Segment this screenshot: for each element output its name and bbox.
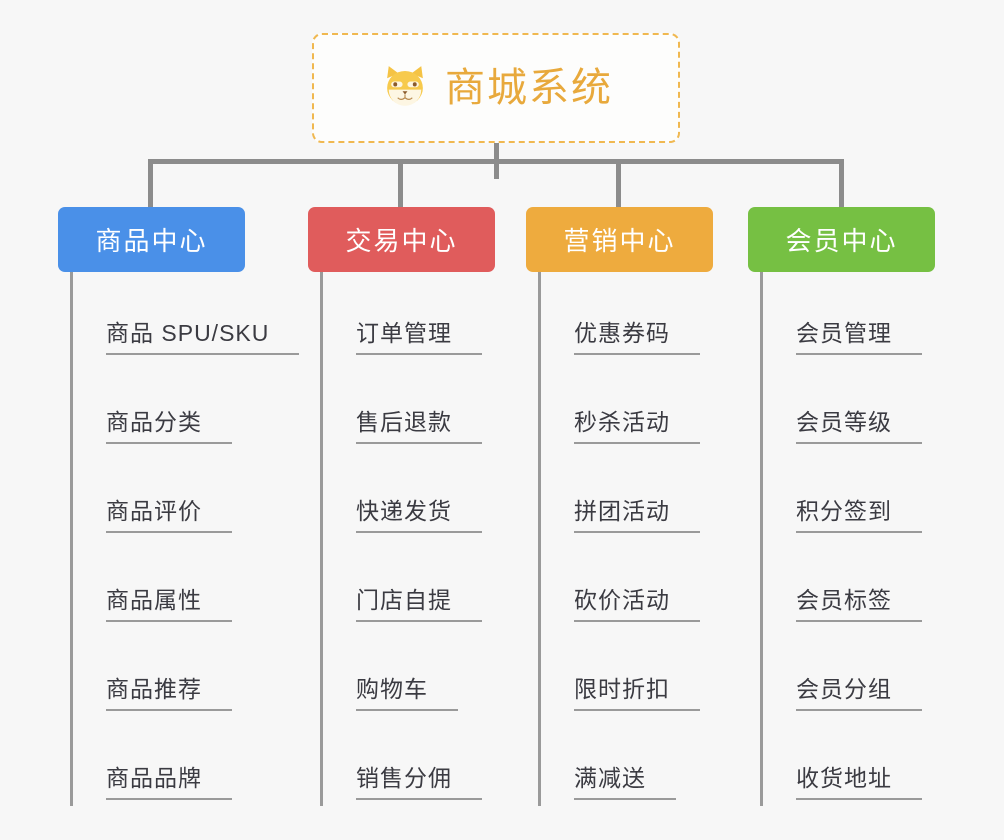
leaf-label: 满减送 [574,765,676,800]
leaf-label: 会员管理 [796,320,922,355]
leaf-item[interactable]: 砍价活动 [574,539,713,628]
leaf-item[interactable]: 拼团活动 [574,450,713,539]
leaf-label: 优惠券码 [574,320,700,355]
leaf-spine [320,272,323,806]
leaf-item[interactable]: 会员分组 [796,628,935,717]
leaf-label: 销售分佣 [356,765,482,800]
leaf-label: 砍价活动 [574,587,700,622]
leaf-label: 订单管理 [356,320,482,355]
leaf-item[interactable]: 会员管理 [796,272,935,361]
leaf-label: 拼团活动 [574,498,700,533]
leaf-label: 门店自提 [356,587,482,622]
branch-header[interactable]: 商品中心 [58,207,245,272]
leaf-item[interactable]: 收货地址 [796,717,935,806]
shiba-dog-icon [379,62,431,114]
branch-header[interactable]: 会员中心 [748,207,935,272]
branch-header[interactable]: 交易中心 [308,207,495,272]
leaf-label: 商品品牌 [106,765,232,800]
leaf-label: 购物车 [356,676,458,711]
leaf-item[interactable]: 秒杀活动 [574,361,713,450]
leaf-item[interactable]: 商品推荐 [106,628,299,717]
leaf-item[interactable]: 商品分类 [106,361,299,450]
connector-drop-3 [616,159,621,207]
leaf-list: 订单管理 售后退款 快递发货 门店自提 购物车 销售分佣 [320,272,495,806]
connector-drop-1 [148,159,153,207]
leaf-spine [70,272,73,806]
connector-drop-4 [839,159,844,207]
leaf-spine [760,272,763,806]
leaf-label: 商品 SPU/SKU [106,320,300,355]
leaf-item[interactable]: 快递发货 [356,450,495,539]
leaf-label: 会员等级 [796,409,922,444]
leaf-spine [538,272,541,806]
leaf-item[interactable]: 售后退款 [356,361,495,450]
branch-member-center: 会员中心 会员管理 会员等级 积分签到 会员标签 会员分组 收货地址 [748,207,935,806]
leaf-item[interactable]: 销售分佣 [356,717,495,806]
leaf-item[interactable]: 购物车 [356,628,495,717]
root-title: 商城系统 [445,66,613,110]
leaf-item[interactable]: 限时折扣 [574,628,713,717]
leaf-item[interactable]: 商品评价 [106,450,299,539]
leaf-item[interactable]: 商品属性 [106,539,299,628]
leaf-item[interactable]: 门店自提 [356,539,495,628]
branch-trade-center: 交易中心 订单管理 售后退款 快递发货 门店自提 购物车 销售分佣 [308,207,495,806]
root-node[interactable]: 商城系统 [312,33,680,143]
leaf-label: 会员标签 [796,587,922,622]
leaf-item[interactable]: 满减送 [574,717,713,806]
leaf-label: 积分签到 [796,498,922,533]
leaf-label: 商品推荐 [106,676,232,711]
connector-drop-2 [398,159,403,207]
leaf-label: 会员分组 [796,676,922,711]
leaf-list: 优惠券码 秒杀活动 拼团活动 砍价活动 限时折扣 满减送 [538,272,713,806]
leaf-item[interactable]: 会员标签 [796,539,935,628]
leaf-label: 商品评价 [106,498,232,533]
connector-horizontal-bar [148,159,844,164]
branch-marketing-center: 营销中心 优惠券码 秒杀活动 拼团活动 砍价活动 限时折扣 满减送 [526,207,713,806]
branch-product-center: 商品中心 商品 SPU/SKU 商品分类 商品评价 商品属性 商品推荐 商品品牌 [58,207,300,806]
leaf-item[interactable]: 订单管理 [356,272,495,361]
leaf-item[interactable]: 商品品牌 [106,717,299,806]
leaf-item[interactable]: 会员等级 [796,361,935,450]
leaf-label: 售后退款 [356,409,482,444]
leaf-item[interactable]: 优惠券码 [574,272,713,361]
leaf-list: 商品 SPU/SKU 商品分类 商品评价 商品属性 商品推荐 商品品牌 [70,272,300,806]
leaf-label: 快递发货 [356,498,482,533]
leaf-label: 限时折扣 [574,676,700,711]
leaf-label: 商品分类 [106,409,232,444]
branch-header[interactable]: 营销中心 [526,207,713,272]
leaf-item[interactable]: 商品 SPU/SKU [106,272,300,361]
leaf-label: 收货地址 [796,765,922,800]
leaf-label: 商品属性 [106,587,232,622]
leaf-list: 会员管理 会员等级 积分签到 会员标签 会员分组 收货地址 [760,272,935,806]
leaf-item[interactable]: 积分签到 [796,450,935,539]
leaf-label: 秒杀活动 [574,409,700,444]
